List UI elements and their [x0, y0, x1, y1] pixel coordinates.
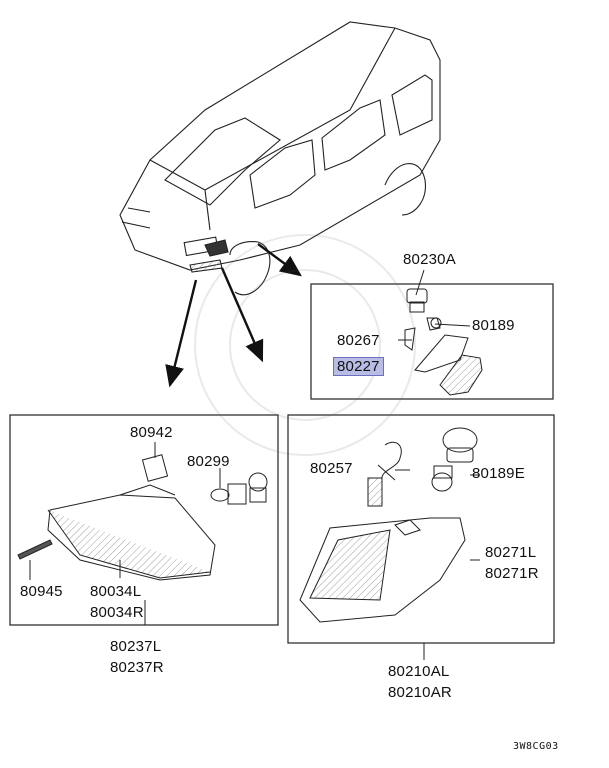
- label-80271R[interactable]: 80271R: [485, 565, 539, 582]
- box-front-turn-lamp: [9, 414, 279, 626]
- box-side-marker: [310, 283, 554, 400]
- label-80227-highlighted[interactable]: 80227: [333, 357, 384, 376]
- label-80230A[interactable]: 80230A: [403, 251, 456, 268]
- label-80299[interactable]: 80299: [187, 453, 230, 470]
- label-80034L[interactable]: 80034L: [90, 583, 142, 600]
- label-80237R[interactable]: 80237R: [110, 659, 164, 676]
- label-80945[interactable]: 80945: [20, 583, 63, 600]
- van-illustration: [119, 21, 441, 296]
- callout-arrows: [165, 243, 302, 388]
- label-80237L[interactable]: 80237L: [110, 638, 162, 655]
- label-80942[interactable]: 80942: [130, 424, 173, 441]
- side-marker-parts: [398, 269, 483, 396]
- label-80189[interactable]: 80189: [472, 317, 515, 334]
- corner-lamp-parts: [299, 427, 480, 660]
- watermark-emblem: [194, 234, 416, 456]
- label-80210AR[interactable]: 80210AR: [388, 684, 452, 701]
- label-80210AL[interactable]: 80210AL: [388, 663, 450, 680]
- label-80257[interactable]: 80257: [310, 460, 353, 477]
- label-80189E[interactable]: 80189E: [472, 465, 525, 482]
- box-corner-lamp: [287, 414, 555, 644]
- label-80267[interactable]: 80267: [337, 332, 380, 349]
- label-80271L[interactable]: 80271L: [485, 544, 537, 561]
- label-80034R[interactable]: 80034R: [90, 604, 144, 621]
- front-turn-lamp-parts: [17, 442, 268, 625]
- diagram-code: 3W8CG03: [513, 741, 559, 752]
